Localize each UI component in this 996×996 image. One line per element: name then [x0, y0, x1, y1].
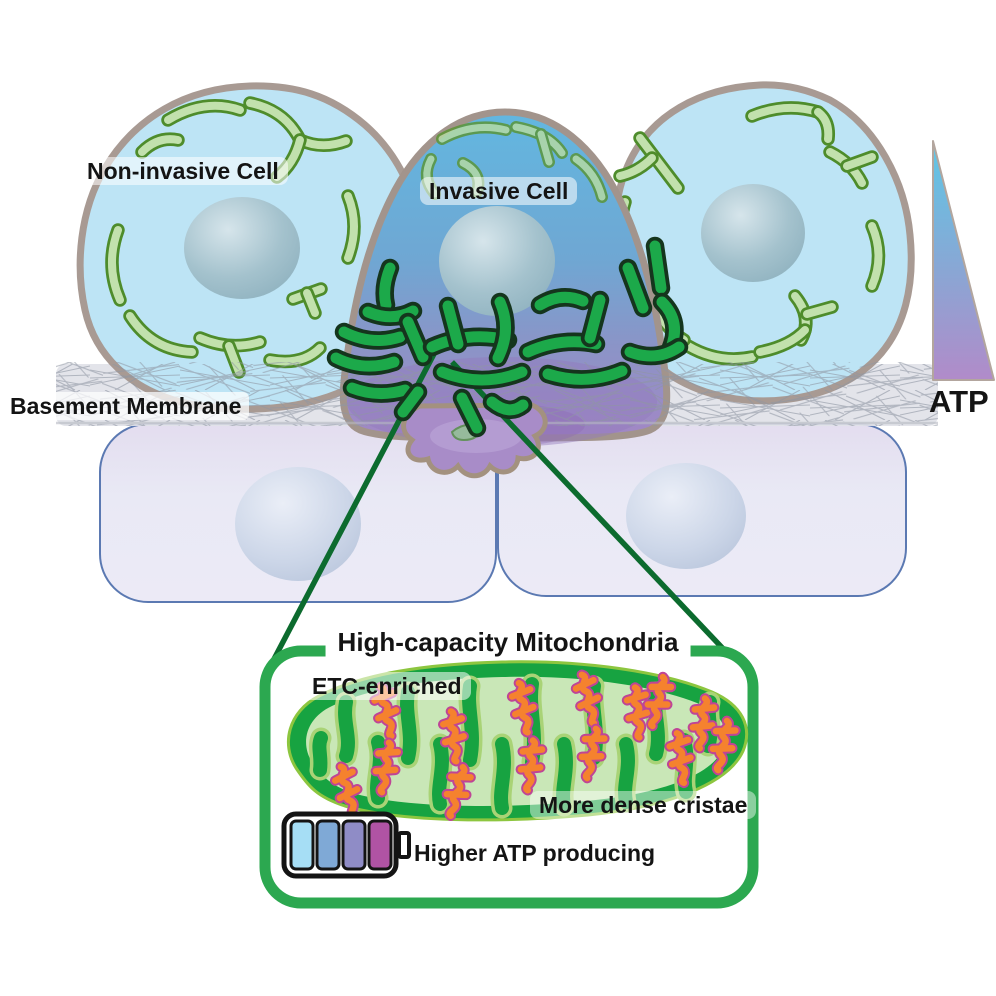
- atp-label: ATP: [929, 384, 989, 419]
- battery-segment-1: [289, 819, 315, 871]
- basal-cell-right: [497, 423, 907, 597]
- inset-title: High-capacity Mitochondria: [325, 627, 691, 658]
- battery-icon: [281, 811, 411, 879]
- battery-segment-4: [367, 819, 393, 871]
- more-dense-cristae-label: More dense cristae: [530, 791, 757, 820]
- battery-terminal: [397, 831, 411, 859]
- nucleus-right: [701, 184, 805, 282]
- nucleus-invasive: [439, 206, 555, 316]
- battery-segment-3: [341, 819, 367, 871]
- nucleus-left: [184, 197, 300, 299]
- basal-nucleus-right: [626, 463, 746, 569]
- battery-segment-2: [315, 819, 341, 871]
- basement-membrane-label: Basement Membrane: [2, 392, 250, 421]
- dark-mitochondria-network: [326, 236, 689, 438]
- non-invasive-cell-right: [610, 81, 915, 405]
- etc-enriched-label: ETC-enriched: [303, 672, 471, 701]
- non-invasive-cell-label: Non-invasive Cell: [78, 157, 288, 186]
- higher-atp-producing-label: Higher ATP producing: [414, 840, 656, 866]
- invasive-cell-label: Invasive Cell: [420, 177, 578, 206]
- atp-gradient-triangle-icon: [932, 140, 995, 381]
